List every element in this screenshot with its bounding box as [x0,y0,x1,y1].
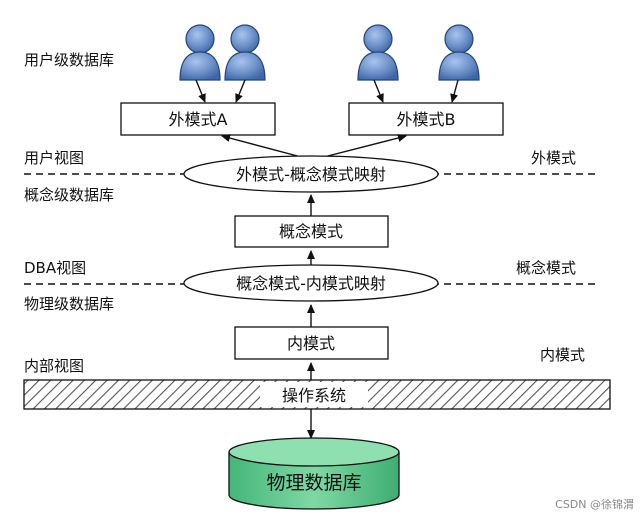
internal-schema-label: 内模式 [287,334,335,353]
label-right-conceptual: 概念模式 [516,259,576,277]
arrow-user1-extA [195,79,206,103]
conceptual-schema-box [234,215,389,248]
user-icon [179,24,221,81]
label-physical-db: 物理级数据库 [24,295,114,313]
conceptual-schema-label: 概念模式 [279,222,343,241]
cylinder-database-icon [228,437,400,510]
label-internal-view: 内部视图 [24,357,84,375]
label-right-external: 外模式 [531,149,576,167]
arrow-user2-extA [235,79,246,103]
label-concept-db: 概念级数据库 [24,186,114,204]
label-right-internal: 内模式 [540,346,585,364]
physical-database-label: 物理数据库 [266,472,361,494]
label-dba-view: DBA视图 [24,259,86,277]
mapping-conceptual-internal [183,264,439,302]
mapping-external-conceptual-label: 外模式-概念模式映射 [236,165,386,184]
external-schema-a-label: 外模式A [169,110,228,129]
external-schema-b-label: 外模式B [397,110,456,129]
mapping-external-conceptual [183,155,439,193]
arrow-mapping1-extA [221,134,306,159]
arrow-mapping1-extB [319,134,407,159]
mapping-conceptual-internal-label: 概念模式-内模式映射 [236,274,386,293]
arrow-user3-extB [373,79,384,103]
external-schema-b-box [348,102,504,136]
operating-system-label-bg [260,382,368,407]
watermark: CSDN @徐锦渭 [555,497,634,511]
user-icon [357,24,399,81]
label-user-db: 用户级数据库 [24,51,114,69]
arrow-user4-extB [450,79,459,103]
user-icon [438,24,480,81]
user-icon [224,24,266,81]
label-user-view: 用户视图 [24,149,84,167]
internal-schema-box [234,326,389,360]
operating-system-label: 操作系统 [282,386,346,405]
external-schema-a-box [120,102,276,136]
